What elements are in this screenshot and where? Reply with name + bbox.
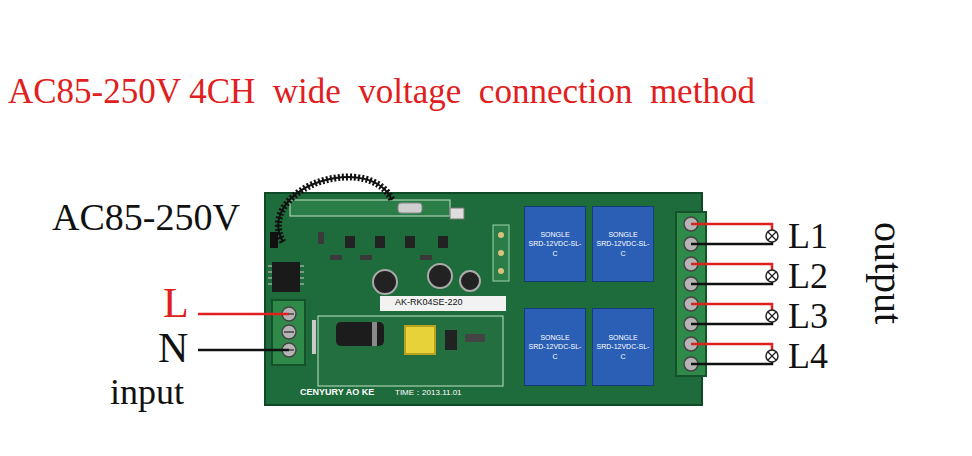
lamp-label: L4 — [788, 338, 828, 374]
lamp-label: L3 — [788, 298, 828, 334]
circuit-board: AK-RK04SE-220CENYURY AO KE TIME：2013.11.0… — [265, 193, 702, 405]
relay-model: SRD-12VDC-SL-C — [527, 239, 583, 257]
model-number: AK-RK04SE-220 — [395, 298, 463, 307]
neutral-label: N — [158, 327, 188, 369]
relay-model: SRD-12VDC-SL-C — [595, 342, 651, 360]
voltage-label: AC85-250V — [52, 198, 240, 236]
relay-model: SRD-12VDC-SL-C — [527, 342, 583, 360]
lamp-label: L1 — [788, 218, 828, 254]
live-label: L — [163, 282, 189, 324]
relay-box: SONGLESRD-12VDC-SL-C — [592, 206, 654, 282]
relay-brand: SONGLE — [540, 333, 569, 342]
output-label: output — [868, 222, 908, 324]
lamp-label: L2 — [788, 258, 828, 294]
date-code: TIME：2013.11.01 — [395, 389, 462, 397]
relay-brand: SONGLE — [540, 230, 569, 239]
diagram-title: AC85-250V 4CH wide voltage connection me… — [8, 74, 755, 109]
relay-box: SONGLESRD-12VDC-SL-C — [592, 308, 654, 386]
relay-brand: SONGLE — [608, 230, 637, 239]
relay-model: SRD-12VDC-SL-C — [595, 239, 651, 257]
maker-name: CENYURY AO KE — [300, 388, 374, 397]
relay-brand: SONGLE — [608, 333, 637, 342]
relay-box: SONGLESRD-12VDC-SL-C — [524, 308, 586, 386]
relay-box: SONGLESRD-12VDC-SL-C — [524, 206, 586, 282]
input-label: input — [110, 374, 184, 410]
